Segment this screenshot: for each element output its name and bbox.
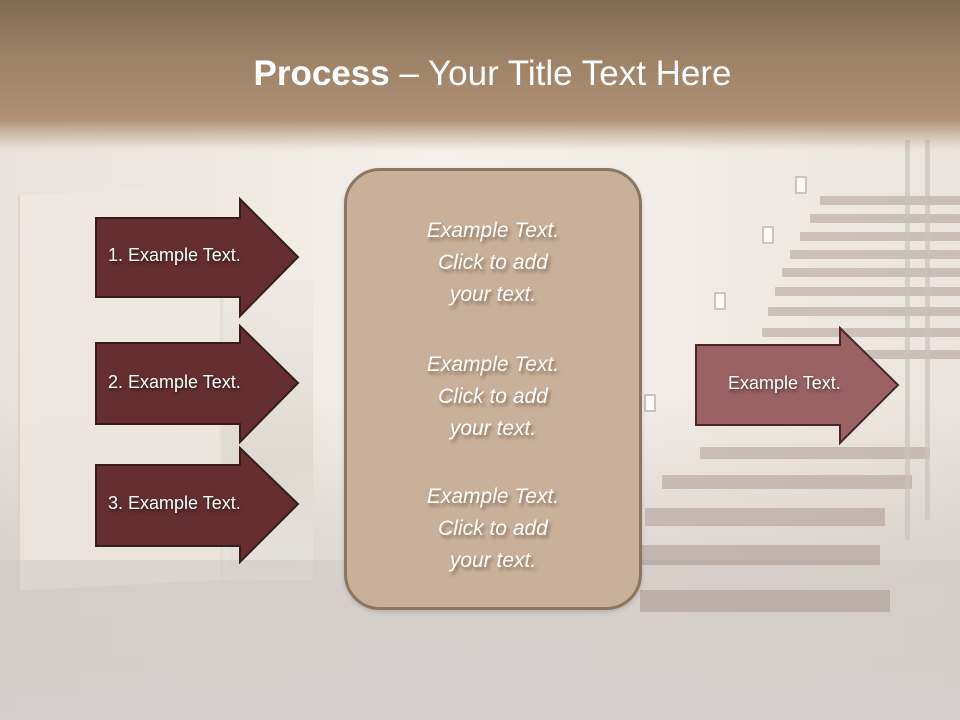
stair-decoration — [662, 475, 912, 489]
text-line: Click to add — [438, 517, 548, 540]
center-text-box[interactable]: Example Text. Click to add your text. Ex… — [344, 168, 642, 610]
text-line: your text. — [449, 283, 537, 306]
arrow-right-shape-icon — [95, 445, 300, 565]
text-line: Click to add — [438, 251, 548, 274]
stair-decoration — [820, 196, 960, 205]
text-line: your text. — [449, 417, 537, 440]
stair-decoration — [640, 590, 890, 612]
center-text-block-2[interactable]: Example Text. Click to add your text. — [347, 349, 639, 445]
center-text-block-1[interactable]: Example Text. Click to add your text. — [347, 215, 639, 311]
step-label: 1. Example Text. — [108, 245, 241, 265]
title-rest-part: – Your Title Text Here — [389, 54, 732, 93]
stair-decoration — [775, 287, 960, 296]
wall-light-decoration — [795, 176, 807, 194]
arrow-right-shape-icon — [695, 325, 900, 446]
text-line: Example Text. — [426, 219, 560, 242]
arrow-right-shape-icon — [95, 323, 300, 445]
railing-pole — [925, 140, 930, 520]
step-label: 3. Example Text. — [108, 493, 241, 513]
text-line: your text. — [449, 549, 537, 572]
title-bold-part: Process — [253, 54, 390, 93]
step-arrow-2[interactable]: 2. Example Text. — [95, 323, 300, 445]
stair-decoration — [790, 250, 960, 259]
stair-decoration — [800, 232, 960, 241]
railing-pole — [905, 140, 910, 540]
stair-decoration — [640, 545, 880, 565]
text-line: Click to add — [438, 385, 548, 408]
text-line: Example Text. — [426, 353, 560, 376]
slide-title[interactable]: Process – Your Title Text Here — [0, 52, 960, 96]
step-label: 2. Example Text. — [108, 372, 241, 392]
result-arrow[interactable]: Example Text. — [695, 325, 900, 446]
result-label: Example Text. — [728, 373, 841, 393]
step-arrow-1[interactable]: 1. Example Text. — [95, 196, 300, 319]
header-band — [0, 0, 960, 150]
wall-light-decoration — [644, 394, 656, 412]
stair-decoration — [645, 508, 885, 526]
stair-decoration — [782, 268, 960, 277]
wall-light-decoration — [762, 226, 774, 244]
center-text-block-3[interactable]: Example Text. Click to add your text. — [347, 481, 639, 577]
step-arrow-3[interactable]: 3. Example Text. — [95, 445, 300, 567]
stair-decoration — [700, 447, 930, 459]
stair-decoration — [768, 307, 960, 316]
stair-decoration — [762, 328, 960, 337]
arrow-right-shape-icon — [95, 196, 300, 319]
stair-decoration — [810, 214, 960, 223]
text-line: Example Text. — [426, 485, 560, 508]
wall-light-decoration — [714, 292, 726, 310]
